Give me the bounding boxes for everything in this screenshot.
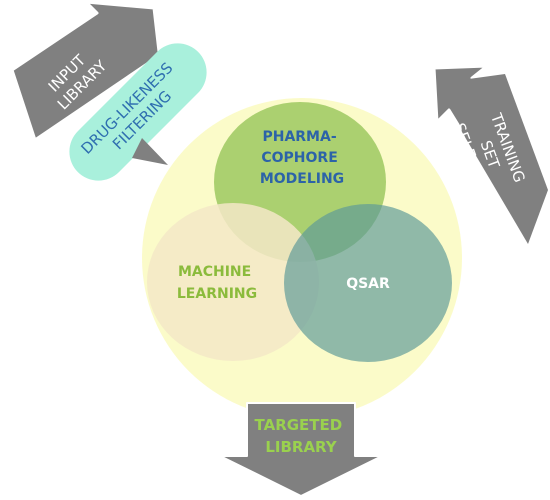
pharmacophore-line-1: PHARMA-: [262, 129, 336, 145]
machine-learning-label: MACHINE LEARNING: [177, 264, 257, 302]
drug-likeness-pill: [69, 43, 207, 181]
machine-learning-line-1: MACHINE: [178, 264, 251, 280]
targeted-library-line-1: TARGETED: [255, 416, 343, 434]
targeted-library-line-2: LIBRARY: [265, 438, 337, 456]
machine-learning-line-2: LEARNING: [177, 286, 257, 302]
pharmacophore-label: PHARMA- COPHORE MODELING: [260, 129, 344, 187]
pharmacophore-line-2: COPHORE: [261, 150, 337, 166]
training-set-arrow-body: [447, 74, 548, 244]
input-library-arrow-shape: [10, 0, 164, 142]
targeted-library-label: TARGETED LIBRARY: [255, 416, 348, 456]
machine-learning-circle: [147, 203, 319, 361]
qsar-circle: [284, 204, 452, 362]
targeted-library-arrow: [219, 402, 383, 497]
drug-likeness-arrowhead: [132, 138, 168, 165]
qsar-label: QSAR: [346, 276, 390, 292]
pharmacophore-line-3: MODELING: [260, 171, 344, 187]
